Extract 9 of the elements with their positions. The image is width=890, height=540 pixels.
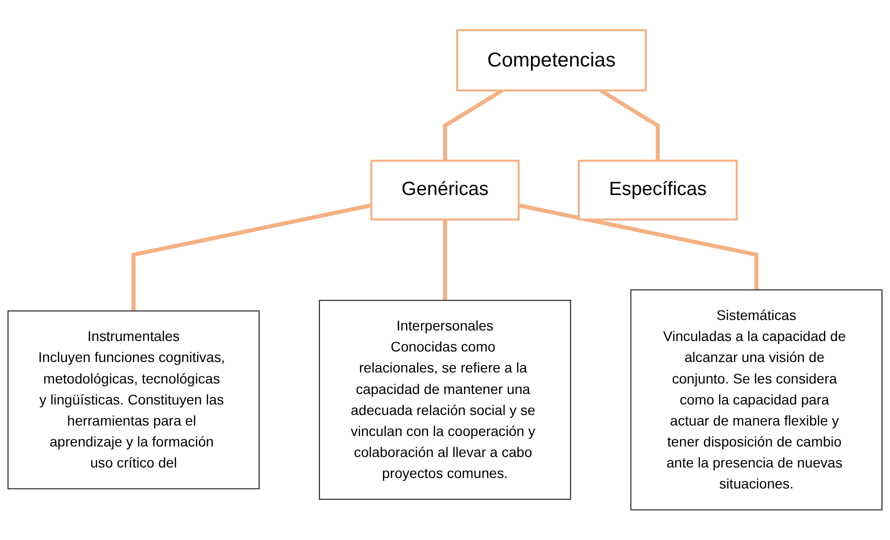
node-box: Instrumentales Incluyen funciones cognitivas, metodológicas, tecnológicas y lingüísticas. Constituyen las herramientas para el aprendizaje y la formación uso crítico del <box>8 310 260 490</box>
node-box: Competencias <box>456 29 647 92</box>
connector <box>443 220 447 300</box>
node-box: Genéricas <box>370 160 520 221</box>
node-box: Específicas <box>578 160 738 221</box>
node-box: Interpersonales Conocidas como relacionales, se refiere a la capacidad de mantener una adecuada relación social y se vinculan con la cooperación y colaboración al llevar a cabo proyectos comunes. <box>318 300 572 500</box>
connector <box>518 203 758 290</box>
node-box: Sistemáticas Vinculadas a la capacidad de alcanzar una visión de conjunto. Se les considera como la capacidad para actuar de manera flexible y tener disposición de cambio ante la presencia de nuevas situaciones. <box>630 289 882 510</box>
connector <box>132 203 372 311</box>
